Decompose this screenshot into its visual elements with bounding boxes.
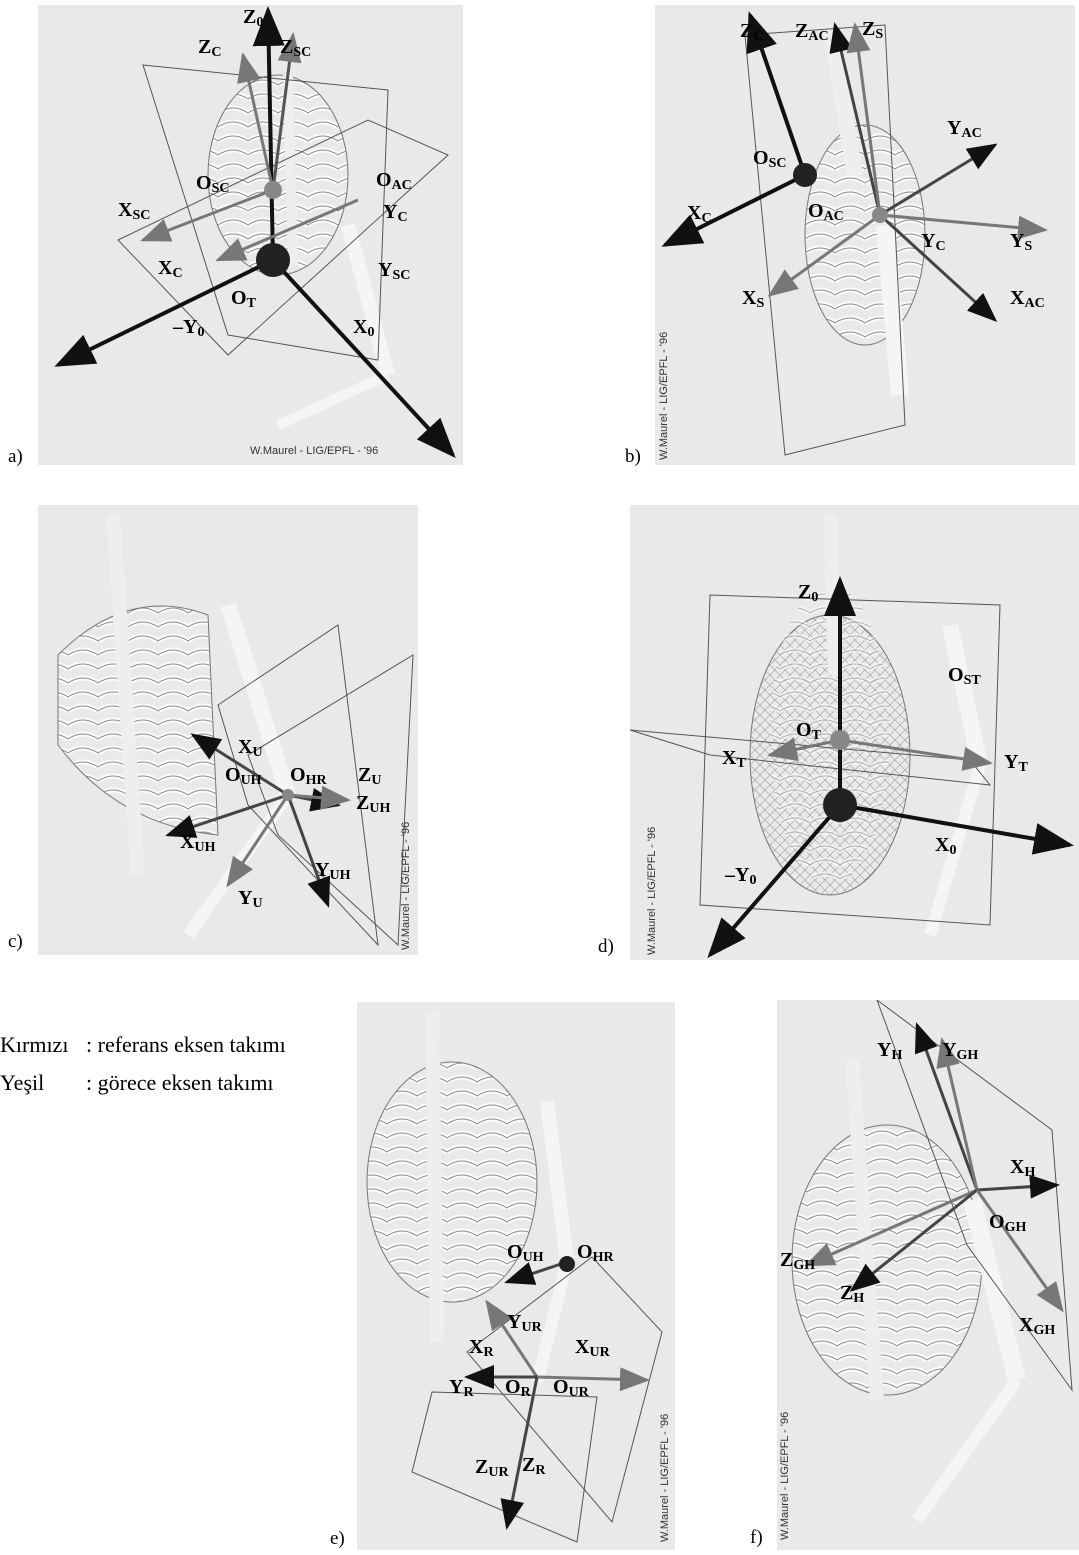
label-z0: Z0	[243, 7, 263, 30]
credit-text: W.Maurel - LIG/EPFL - '96	[779, 1412, 791, 1540]
label-zh: ZH	[840, 1283, 864, 1306]
panel-e-figure	[357, 1002, 675, 1550]
label-or: OR	[505, 1377, 531, 1400]
label-xs: XS	[742, 288, 764, 311]
panel-f: YH YGH XH OGH ZGH ZH XGH W.Maurel - LIG/…	[777, 1000, 1079, 1550]
label-zuh: ZUH	[356, 793, 390, 816]
panel-e: OUH OHR YUR XR XUR YR OR OUR ZUR ZR W.Ma…	[357, 1002, 675, 1550]
spine-shape	[432, 1012, 437, 1342]
label-yuh: YUH	[315, 860, 350, 883]
label-zr: ZR	[522, 1455, 545, 1478]
spine-shape	[830, 515, 835, 675]
label-yur: YUR	[507, 1312, 542, 1335]
label-our: OUR	[553, 1377, 589, 1400]
label-xc: XC	[158, 258, 183, 281]
panel-label-c: c)	[8, 931, 23, 953]
panel-label-b: b)	[625, 446, 641, 468]
credit-text: W.Maurel - LIG/EPFL - '96	[646, 827, 658, 955]
legend-red: Kırmızı: referans eksen takımı	[0, 1032, 286, 1058]
humerus-shape	[950, 625, 980, 765]
label-zsc: ZSC	[280, 37, 311, 60]
label-yh: YH	[877, 1040, 902, 1063]
label-yc: YC	[383, 202, 408, 225]
label-zc: ZC	[198, 37, 221, 60]
label-ys: YS	[1010, 231, 1032, 254]
label-zc: ZC	[740, 21, 763, 44]
label-minus-y0: –Y0	[173, 317, 204, 340]
label-zac: ZAC	[795, 21, 829, 44]
label-yc: YC	[921, 231, 946, 254]
label-ouh: OUH	[225, 765, 262, 788]
label-yu: YU	[238, 888, 263, 911]
label-xgh: XGH	[1019, 1315, 1055, 1338]
panel-d: Z0 OST OT XT YT X0 –Y0 W.Maurel - LIG/EP…	[630, 505, 1079, 960]
panel-b: ZC ZAC ZS YAC OSC XC OAC YC YS XS XAC W.…	[655, 5, 1075, 465]
panel-label-d: d)	[598, 936, 614, 958]
label-xc: XC	[687, 203, 712, 226]
label-xsc: XSC	[118, 200, 150, 223]
label-ost: OST	[948, 665, 981, 688]
label-ouh: OUH	[507, 1242, 544, 1265]
panel-label-f: f)	[750, 1527, 763, 1549]
credit-text: W.Maurel - LIG/EPFL - '96	[250, 445, 378, 457]
label-xh: XH	[1010, 1157, 1035, 1180]
legend-green-text: : görece eksen takımı	[86, 1070, 274, 1096]
credit-text: W.Maurel - LIG/EPFL - '96	[658, 332, 670, 460]
label-xu: XU	[238, 737, 263, 760]
credit-text: W.Maurel - LIG/EPFL - '96	[400, 822, 412, 950]
label-oac: OAC	[376, 170, 412, 193]
label-yt: YT	[1004, 752, 1028, 775]
legend-red-text: : referans eksen takımı	[86, 1032, 286, 1058]
credit-text: W.Maurel - LIG/EPFL - '96	[659, 1414, 671, 1542]
label-minus-y0: –Y0	[725, 865, 756, 888]
panel-a: Z0 ZC ZSC OSC OAC XSC YC XC YSC OT –Y0 X…	[38, 5, 463, 465]
ribcage-shape	[367, 1062, 537, 1302]
label-x0: X0	[935, 835, 956, 858]
panel-c-figure	[38, 505, 418, 955]
panel-label-e: e)	[330, 1528, 345, 1550]
panel-d-figure	[630, 505, 1079, 960]
label-xur: XUR	[575, 1337, 610, 1360]
label-yac: YAC	[947, 118, 982, 141]
label-xuh: XUH	[180, 832, 215, 855]
label-ot: OT	[231, 288, 256, 311]
label-ogh: OGH	[989, 1212, 1026, 1235]
label-yr: YR	[449, 1377, 474, 1400]
label-ygh: YGH	[942, 1040, 978, 1063]
label-ot: OT	[796, 720, 821, 743]
panel-a-figure	[38, 5, 463, 465]
label-zu: ZU	[358, 765, 381, 788]
label-ohr: OHR	[577, 1242, 614, 1265]
panel-c: XU OUH OHR ZU ZUH XUH YUH YU W.Maurel - …	[38, 505, 418, 955]
humerus-shape	[547, 1102, 567, 1262]
label-z0: Z0	[798, 582, 818, 605]
label-ohr: OHR	[290, 765, 327, 788]
label-xt: XT	[722, 748, 746, 771]
label-xac: XAC	[1010, 288, 1045, 311]
label-osc: OSC	[753, 148, 786, 171]
panel-label-a: a)	[8, 446, 23, 468]
panel-f-figure	[777, 1000, 1079, 1550]
label-zgh: ZGH	[780, 1250, 815, 1273]
label-osc: OSC	[196, 173, 229, 196]
label-zs: ZS	[862, 19, 883, 42]
legend-green-key: Yeşil	[0, 1070, 86, 1096]
legend-red-key: Kırmızı	[0, 1032, 86, 1058]
label-x0: X0	[353, 317, 374, 340]
label-oac: OAC	[808, 201, 844, 224]
label-ysc: YSC	[378, 260, 410, 283]
label-xr: XR	[469, 1337, 494, 1360]
label-zur: ZUR	[475, 1457, 509, 1480]
legend-green: Yeşil: görece eksen takımı	[0, 1070, 274, 1096]
